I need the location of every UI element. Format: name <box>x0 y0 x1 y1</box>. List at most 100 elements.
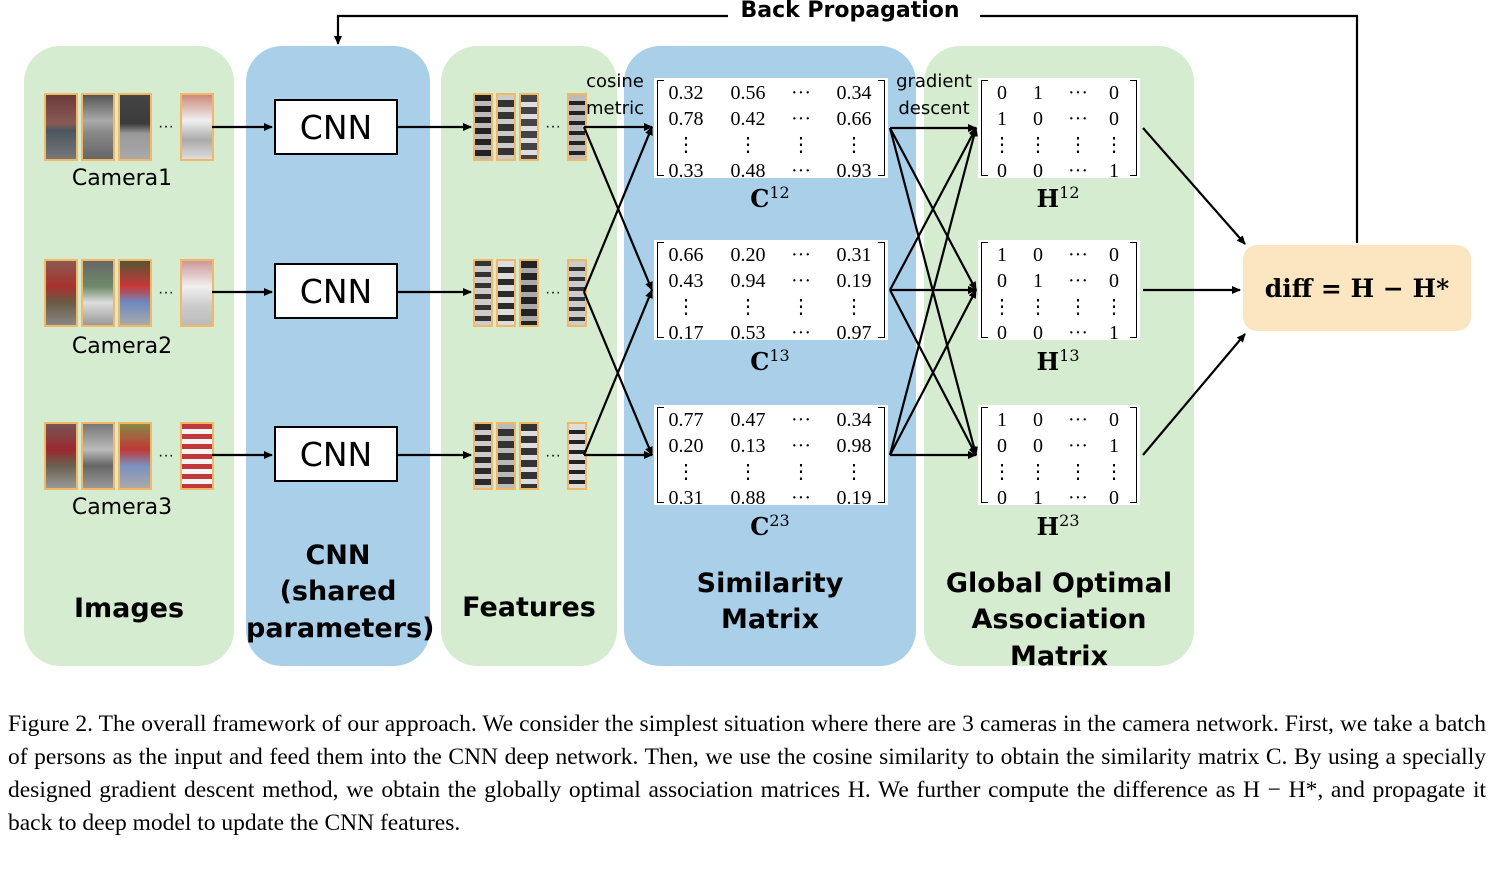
arrow-c-h <box>889 289 977 456</box>
matrix-cell: ··· <box>1068 435 1088 457</box>
matrix-cell: 1 <box>997 409 1007 431</box>
matrix-cell: ··· <box>1068 270 1088 292</box>
matrix-cell: 0 <box>997 322 1007 344</box>
matrix-cell: 0.34 <box>836 82 872 104</box>
matrix-cell: ··· <box>1068 322 1088 344</box>
matrix-cell: ⋮ <box>1104 134 1124 156</box>
cosine-metric-label: cosine metric <box>586 71 644 119</box>
camera2-images: ··· <box>44 259 214 327</box>
person-image <box>118 259 152 327</box>
matrix-cell: ··· <box>791 82 811 104</box>
matrix-bracket-left <box>981 242 988 338</box>
features-panel-title: Features <box>462 592 596 623</box>
matrix-cell: ⋮ <box>791 461 811 483</box>
person-image <box>179 93 214 161</box>
feature-map <box>473 93 493 161</box>
matrix-cell: ⋮ <box>1068 296 1088 318</box>
matrix-cell: 0.20 <box>668 435 704 457</box>
matrix-cell: ⋮ <box>992 134 1012 156</box>
matrix-cell: ⋮ <box>992 461 1012 483</box>
ellipsis: ··· <box>545 447 561 464</box>
matrix-cell: 0.34 <box>836 409 872 431</box>
matrix-cell: ⋮ <box>738 134 758 156</box>
matrix-cell: ⋮ <box>791 296 811 318</box>
matrix-cell: ··· <box>1068 244 1088 266</box>
matrix-label-h13: H13 <box>1018 346 1098 376</box>
matrix-cell: ··· <box>1068 82 1088 104</box>
matrix-superscript: 12 <box>769 183 790 202</box>
matrix-cell: 0 <box>997 160 1007 182</box>
matrix-cell: 0.48 <box>730 160 766 182</box>
matrix-cell: ··· <box>791 160 811 182</box>
cnn-box-2: CNN <box>274 263 398 319</box>
person-image <box>179 259 214 327</box>
matrix-cell: ⋮ <box>676 296 696 318</box>
matrix-cell: ··· <box>791 409 811 431</box>
arrow-h12-diff <box>1142 127 1246 245</box>
ellipsis: ··· <box>158 284 174 301</box>
matrix-label-c23: C23 <box>730 511 810 541</box>
matrix-cell: ⋮ <box>738 296 758 318</box>
ellipsis: ··· <box>545 284 561 301</box>
matrix-cell: 0.56 <box>730 82 766 104</box>
camera1-label: Camera1 <box>71 166 173 191</box>
person-image <box>118 93 152 161</box>
matrix-cell: ··· <box>1068 160 1088 182</box>
matrix-cell: 0.53 <box>730 322 766 344</box>
matrix-symbol: H <box>1036 184 1060 213</box>
arrow-c-h <box>889 127 977 291</box>
matrix-cell: ⋮ <box>1068 134 1088 156</box>
matrix-cell: 1 <box>997 244 1007 266</box>
matrix-cell: ⋮ <box>992 296 1012 318</box>
matrix-cell: ⋮ <box>1068 461 1088 483</box>
arrow-f2-c12 <box>582 126 654 293</box>
ellipsis: ··· <box>158 447 174 464</box>
diff-formula-box: diff = H − H* <box>1243 245 1471 331</box>
arrow-h23-diff <box>1142 333 1246 456</box>
person-image <box>44 422 78 490</box>
person-image <box>44 93 78 161</box>
cnn-box-3: CNN <box>274 426 398 482</box>
matrix-cell: 0.98 <box>836 435 872 457</box>
matrix-cell: 0.19 <box>836 487 872 509</box>
matrix-label-h23: H23 <box>1018 511 1098 541</box>
matrix-superscript: 23 <box>769 511 790 530</box>
matrix-cell: ··· <box>791 435 811 457</box>
matrix-bracket-left <box>657 80 664 176</box>
matrix-cell: ··· <box>791 244 811 266</box>
matrix-cell: 0 <box>997 270 1007 292</box>
matrix-bracket-left <box>657 407 664 503</box>
matrix-symbol: H <box>1036 347 1060 376</box>
cnn-box-1: CNN <box>274 99 398 155</box>
matrix-cell: ⋮ <box>676 461 696 483</box>
person-image <box>81 259 115 327</box>
gradient-descent-label: gradient descent <box>896 71 972 119</box>
matrix-cell: 0.88 <box>730 487 766 509</box>
person-image <box>81 422 115 490</box>
matrix-bracket-left <box>981 80 988 176</box>
features-panel: Features <box>441 46 617 666</box>
ellipsis: ··· <box>158 118 174 135</box>
matrix-label-c13: C13 <box>730 346 810 376</box>
matrix-cell: ⋮ <box>1028 461 1048 483</box>
matrix-cell: 1 <box>1033 82 1043 104</box>
matrix-bracket-right <box>1130 242 1137 338</box>
feature-map <box>519 93 539 161</box>
matrix-superscript: 23 <box>1059 511 1080 530</box>
matrix-cell: ⋮ <box>844 134 864 156</box>
matrix-cell: 0.31 <box>836 244 872 266</box>
matrix-cell: 1 <box>1109 322 1119 344</box>
feature-map <box>473 259 493 327</box>
camera3-images: ··· <box>44 422 214 490</box>
ellipsis: ··· <box>545 118 561 135</box>
matrix-symbol: H <box>1036 512 1060 541</box>
matrix-cell: 0.93 <box>836 160 872 182</box>
matrix-cell: 1 <box>1033 487 1043 509</box>
person-image <box>118 422 152 490</box>
matrix-cell: ··· <box>791 487 811 509</box>
matrix-cell: 0 <box>1033 108 1043 130</box>
matrix-cell: 0 <box>1033 244 1043 266</box>
matrix-cell: ⋮ <box>791 134 811 156</box>
